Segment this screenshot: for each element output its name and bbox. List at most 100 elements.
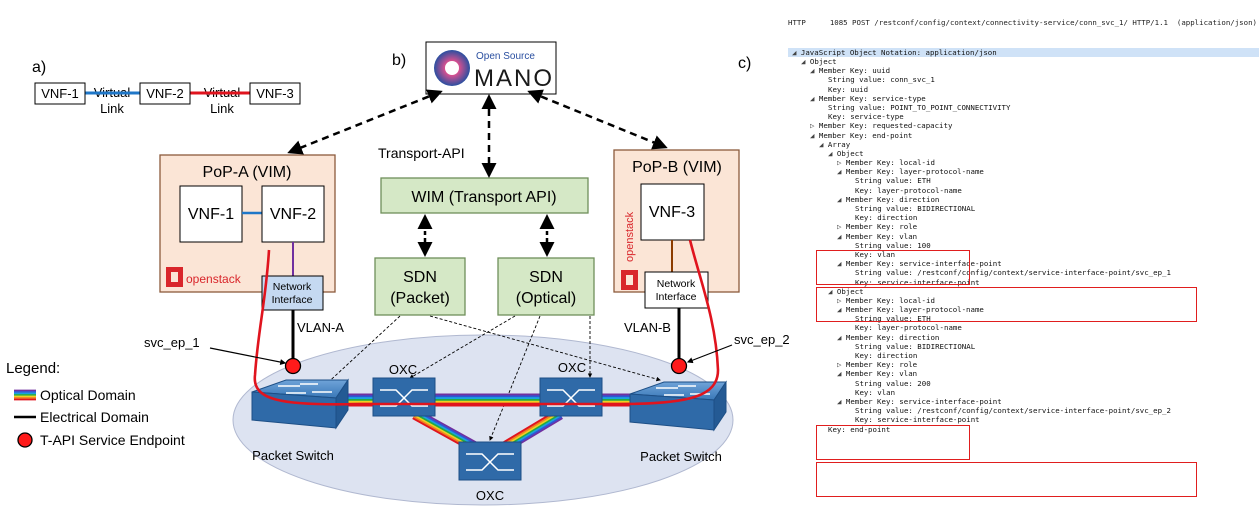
json-tree-line[interactable]: ◢ Member Key: service-interface-point xyxy=(788,259,1259,268)
expand-icon[interactable]: ▷ xyxy=(837,360,842,370)
wim-box xyxy=(380,177,589,214)
json-tree-line[interactable]: Key: vlan xyxy=(788,388,1259,397)
json-tree-line[interactable]: ◢ Member Key: layer-protocol-name xyxy=(788,167,1259,176)
json-tree-line[interactable]: ▷ Member Key: role xyxy=(788,360,1259,369)
json-tree-text: Member Key: local-id xyxy=(845,158,935,168)
json-tree-line[interactable]: String value: 200 xyxy=(788,379,1259,388)
expand-icon[interactable]: ▷ xyxy=(837,158,842,168)
json-tree-line[interactable]: Key: service-interface-point xyxy=(788,278,1259,287)
json-tree-line[interactable]: ◢ Member Key: service-type xyxy=(788,94,1259,103)
json-tree-line[interactable]: ◢ Member Key: layer-protocol-name xyxy=(788,305,1259,314)
sdn-packet-box xyxy=(374,257,466,316)
collapse-icon[interactable]: ◢ xyxy=(828,286,833,296)
vlan-a-label: VLAN-A xyxy=(297,320,344,335)
json-tree-line[interactable]: Key: layer-protocol-name xyxy=(788,186,1259,195)
collapse-icon[interactable]: ◢ xyxy=(837,332,842,342)
legend-electrical-label: Electrical Domain xyxy=(40,409,149,425)
collapse-icon[interactable]: ◢ xyxy=(837,396,842,406)
json-tree-line[interactable]: ◢ Object xyxy=(788,149,1259,158)
json-tree-line[interactable]: ◢ Member Key: end-point xyxy=(788,131,1259,140)
json-tree-line[interactable]: String value: /restconf/config/context/s… xyxy=(788,268,1259,277)
collapse-icon[interactable]: ◢ xyxy=(792,47,797,57)
panel-b-label: b) xyxy=(392,52,406,69)
json-tree-line[interactable]: Key: service-type xyxy=(788,112,1259,121)
collapse-icon[interactable]: ◢ xyxy=(837,369,842,379)
packet-header[interactable]: HTTP 1085 POST /restconf/config/context/… xyxy=(788,18,1259,28)
pop-a-openstack-text: openstack xyxy=(186,272,242,286)
json-tree-line[interactable]: ◢ Member Key: direction xyxy=(788,333,1259,342)
json-tree-line[interactable]: ◢ JavaScript Object Notation: applicatio… xyxy=(788,47,1259,57)
json-tree-line[interactable]: ◢ Object xyxy=(788,57,1259,66)
collapse-icon[interactable]: ◢ xyxy=(837,167,842,177)
collapse-icon[interactable]: ◢ xyxy=(810,130,815,140)
panel-c-label: c) xyxy=(738,55,751,72)
collapse-icon[interactable]: ◢ xyxy=(837,259,842,269)
json-tree-line[interactable]: ▷ Member Key: role xyxy=(788,222,1259,231)
json-tree-line[interactable]: ◢ Member Key: vlan xyxy=(788,369,1259,378)
mano-big-text: MANO xyxy=(474,65,554,92)
json-tree-line[interactable]: Key: direction xyxy=(788,213,1259,222)
json-tree-text: Key: service-type xyxy=(828,112,904,122)
json-tree-line[interactable]: ◢ Member Key: uuid xyxy=(788,66,1259,75)
json-tree-line[interactable]: ◢ Member Key: service-interface-point xyxy=(788,397,1259,406)
json-tree-line[interactable]: Key: vlan xyxy=(788,250,1259,259)
json-tree-line[interactable]: String value: POINT_TO_POINT_CONNECTIVIT… xyxy=(788,103,1259,112)
svc-ep-2-marker xyxy=(670,357,688,375)
pop-b-nic-l1: Network xyxy=(657,278,696,290)
json-tree-line[interactable]: ▷ Member Key: requested-capacity xyxy=(788,121,1259,130)
collapse-icon[interactable]: ◢ xyxy=(837,231,842,241)
pop-a-title: PoP-A (VIM) xyxy=(203,164,292,181)
json-tree-line[interactable]: String value: ETH xyxy=(788,314,1259,323)
collapse-icon[interactable]: ◢ xyxy=(801,57,806,66)
json-tree-text: String value: ETH xyxy=(855,176,931,186)
json-tree-text: Key: uuid xyxy=(828,84,869,94)
oxc-bottom-label: OXC xyxy=(476,488,504,503)
legend-title: Legend: xyxy=(6,360,60,377)
json-tree-line[interactable]: Key: end-point xyxy=(788,425,1259,434)
json-tree-text: Key: direction xyxy=(855,351,918,360)
expand-icon[interactable]: ▷ xyxy=(810,121,815,131)
json-tree-line[interactable]: ◢ Object xyxy=(788,287,1259,296)
json-tree-text: String value: ETH xyxy=(855,314,931,324)
collapse-icon[interactable]: ◢ xyxy=(810,66,815,76)
json-tree-line[interactable]: ◢ Array xyxy=(788,140,1259,149)
collapse-icon[interactable]: ◢ xyxy=(837,305,842,315)
json-tree-line[interactable]: ◢ Member Key: direction xyxy=(788,195,1259,204)
link1-label-line2: Link xyxy=(100,101,124,116)
collapse-icon[interactable]: ◢ xyxy=(828,148,833,158)
json-tree-line[interactable]: String value: 100 xyxy=(788,241,1259,250)
json-tree-line[interactable]: ▷ Member Key: local-id xyxy=(788,296,1259,305)
json-tree-line[interactable]: String value: ETH xyxy=(788,176,1259,185)
json-tree-line[interactable]: Key: direction xyxy=(788,351,1259,360)
control-lines xyxy=(321,315,661,441)
collapse-icon[interactable]: ◢ xyxy=(837,194,842,204)
json-tree-text: Member Key: end-point xyxy=(818,130,913,140)
json-tree-line[interactable]: Key: service-interface-point xyxy=(788,415,1259,424)
json-tree-line[interactable]: ◢ Member Key: vlan xyxy=(788,232,1259,241)
json-tree-line[interactable]: ▷ Member Key: local-id xyxy=(788,158,1259,167)
collapse-icon[interactable]: ◢ xyxy=(810,93,815,103)
expand-icon[interactable]: ▷ xyxy=(837,222,842,232)
json-tree-line[interactable]: String value: conn_svc_1 xyxy=(788,75,1259,84)
optical-link-stripe xyxy=(416,410,483,449)
json-tree-line[interactable]: String value: BIDIRECTIONAL xyxy=(788,342,1259,351)
json-tree-line[interactable]: String value: /restconf/config/context/s… xyxy=(788,406,1259,415)
expand-icon[interactable]: ▷ xyxy=(837,295,842,305)
collapse-icon[interactable]: ◢ xyxy=(819,139,824,149)
svc-ep-1-label: svc_ep_1 xyxy=(144,335,200,350)
legend-endpoint-label: T-API Service Endpoint xyxy=(40,432,185,448)
packet-switch-right xyxy=(629,380,727,432)
packet-protocol: HTTP xyxy=(788,18,806,28)
json-tree-text: JavaScript Object Notation: application/… xyxy=(800,47,997,57)
svc-ep-1-pointer xyxy=(209,347,287,366)
json-tree-line[interactable]: String value: BIDIRECTIONAL xyxy=(788,204,1259,213)
json-tree-text: Member Key: vlan xyxy=(845,231,918,241)
json-tree-text: Member Key: uuid xyxy=(818,66,891,76)
json-tree-text: Key: vlan xyxy=(855,249,896,259)
oxc-right xyxy=(539,377,603,417)
json-tree-text: Key: layer-protocol-name xyxy=(855,323,962,333)
json-tree-line[interactable]: Key: uuid xyxy=(788,85,1259,94)
json-tree-text: Member Key: service-type xyxy=(818,93,926,103)
json-tree-line[interactable]: Key: layer-protocol-name xyxy=(788,323,1259,332)
json-tree-text: String value: BIDIRECTIONAL xyxy=(855,341,976,351)
